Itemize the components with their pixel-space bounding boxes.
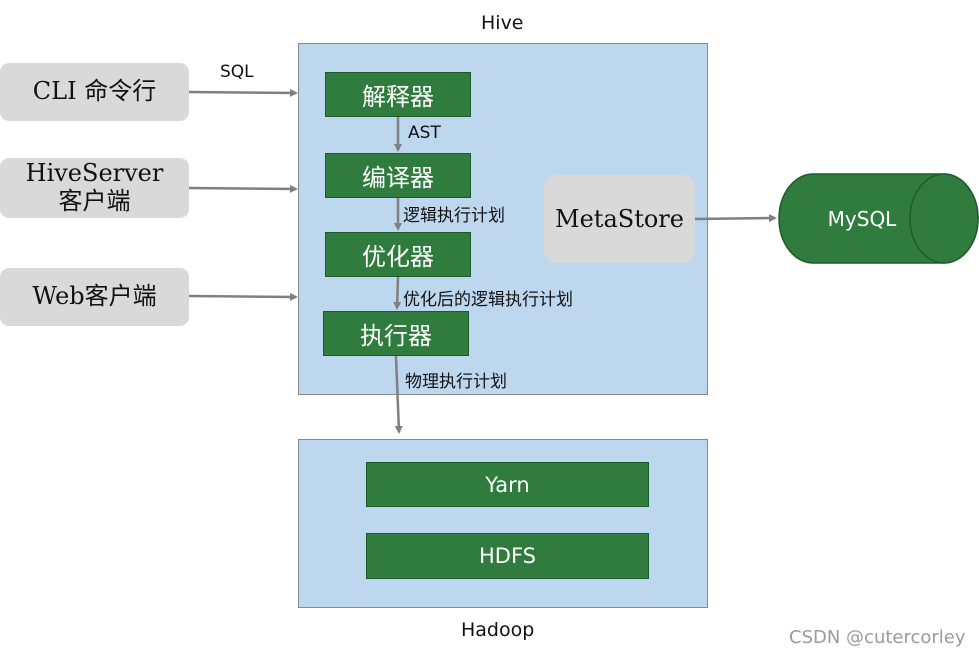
executor-label: 执行器 — [360, 322, 432, 350]
hiveserver-client-box: HiveServer 客户端 — [0, 158, 189, 218]
optimizer-label: 优化器 — [362, 243, 434, 271]
hadoop-title: Hadoop — [461, 619, 535, 641]
mysql-label: MySQL — [828, 207, 898, 231]
executor-box: 执行器 — [323, 311, 469, 356]
cli-client-label: CLI 命令行 — [32, 77, 157, 106]
compiler-box: 编译器 — [325, 153, 471, 198]
mysql-cylinder-icon — [778, 173, 979, 264]
web-to-hive-arrow — [188, 292, 298, 301]
hdfs-box: HDFS — [366, 533, 649, 579]
metastore-to-mysql-arrow — [694, 214, 777, 223]
ast-label: AST — [408, 123, 441, 143]
optimizer-box: 优化器 — [325, 232, 471, 277]
interpreter-box: 解释器 — [325, 72, 471, 117]
web-client-label: Web客户端 — [32, 282, 157, 311]
yarn-label: Yarn — [485, 472, 530, 497]
web-client-box: Web客户端 — [0, 268, 189, 326]
cli-client-box: CLI 命令行 — [0, 63, 189, 121]
hiveserver-to-hive-arrow — [188, 184, 298, 193]
executor-to-hadoop-arrow — [394, 355, 403, 434]
physical-plan-label: 物理执行计划 — [405, 372, 507, 392]
hiveserver-client-label-line2: 客户端 — [58, 187, 131, 215]
logical-plan-label: 逻辑执行计划 — [403, 206, 505, 226]
metastore-label: MetaStore — [555, 205, 684, 233]
sql-label: SQL — [220, 62, 254, 82]
optimized-plan-label: 优化后的逻辑执行计划 — [403, 290, 573, 310]
compiler-label: 编译器 — [362, 164, 434, 192]
yarn-box: Yarn — [366, 462, 649, 507]
optimizer-to-executor-arrow — [393, 276, 402, 310]
hive-title: Hive — [481, 12, 524, 34]
watermark: CSDN @cutercorley — [789, 627, 966, 648]
interpreter-label: 解释器 — [362, 83, 434, 111]
hiveserver-client-label-line1: HiveServer — [25, 159, 164, 188]
cli-to-hive-arrow — [188, 88, 298, 97]
hdfs-label: HDFS — [478, 544, 536, 568]
metastore-box: MetaStore — [544, 175, 695, 263]
